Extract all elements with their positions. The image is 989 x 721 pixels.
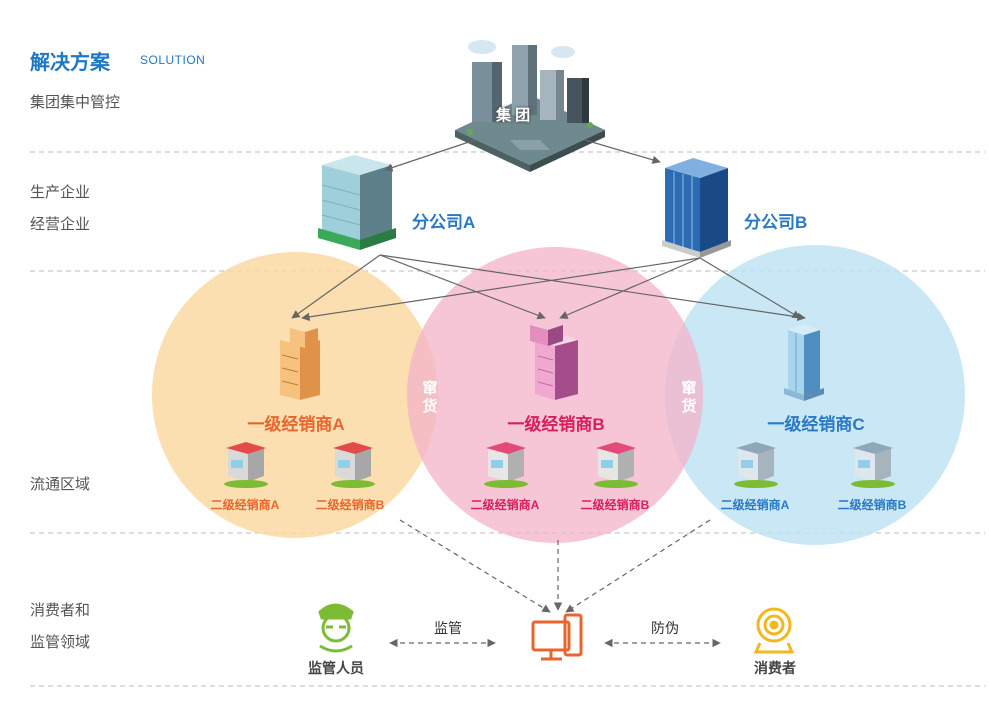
- shop-icons: [224, 442, 895, 488]
- page-title: 解决方案: [30, 52, 110, 74]
- consumer-icon: [753, 607, 795, 654]
- distributor-b-label: 一级经销商B: [507, 415, 605, 434]
- subsidiary-b-building-icon: [662, 158, 731, 258]
- sub-distributor-c-a: 二级经销商A: [720, 498, 790, 512]
- group-headquarters-icon: [455, 40, 605, 172]
- distributor-c-label: 一级经销商C: [767, 415, 865, 434]
- sub-distributor-a-b: 二级经销商B: [315, 498, 385, 512]
- band-label-production: 生产企业: [30, 184, 91, 201]
- distributor-b-building-icon: [530, 325, 578, 400]
- terminal-computer-icon: [531, 613, 583, 661]
- subsidiary-b-label: 分公司B: [744, 213, 808, 232]
- band-label-operation: 经营企业: [30, 216, 91, 233]
- trace-arrows: [389, 519, 721, 648]
- subsidiary-a-label: 分公司A: [412, 213, 476, 232]
- subsidiary-a-building-icon: [318, 155, 396, 250]
- consumer-label: 消费者: [754, 660, 796, 676]
- cross-region-label-ab: 窜货: [422, 380, 438, 415]
- sub-distributor-a-a: 二级经销商A: [210, 498, 280, 512]
- cross-region-label-bc: 窜货: [681, 380, 697, 415]
- sub-distributor-b-b: 二级经销商B: [580, 498, 650, 512]
- anti-fake-label: 防伪: [651, 620, 679, 636]
- sub-distributor-c-b: 二级经销商B: [837, 498, 907, 512]
- sub-distributor-b-a: 二级经销商A: [470, 498, 540, 512]
- supervise-label: 监管: [434, 620, 462, 636]
- band-label-regulation: 监管领域: [30, 634, 91, 651]
- distributor-c-building-icon: [784, 324, 824, 401]
- band-label-consumers: 消费者和: [30, 602, 91, 619]
- distributor-a-building-icon: [280, 328, 320, 400]
- group-label: 集 团: [496, 107, 531, 124]
- band-label-group-control: 集团集中管控: [30, 94, 121, 111]
- flow-arrows: [291, 139, 806, 322]
- band-label-circulation: 流通区域: [30, 476, 91, 493]
- distributor-a-label: 一级经销商A: [247, 415, 345, 434]
- page-subtitle: SOLUTION: [140, 53, 206, 67]
- supervisor-icon: [318, 603, 354, 653]
- supervisor-label: 监管人员: [308, 660, 364, 676]
